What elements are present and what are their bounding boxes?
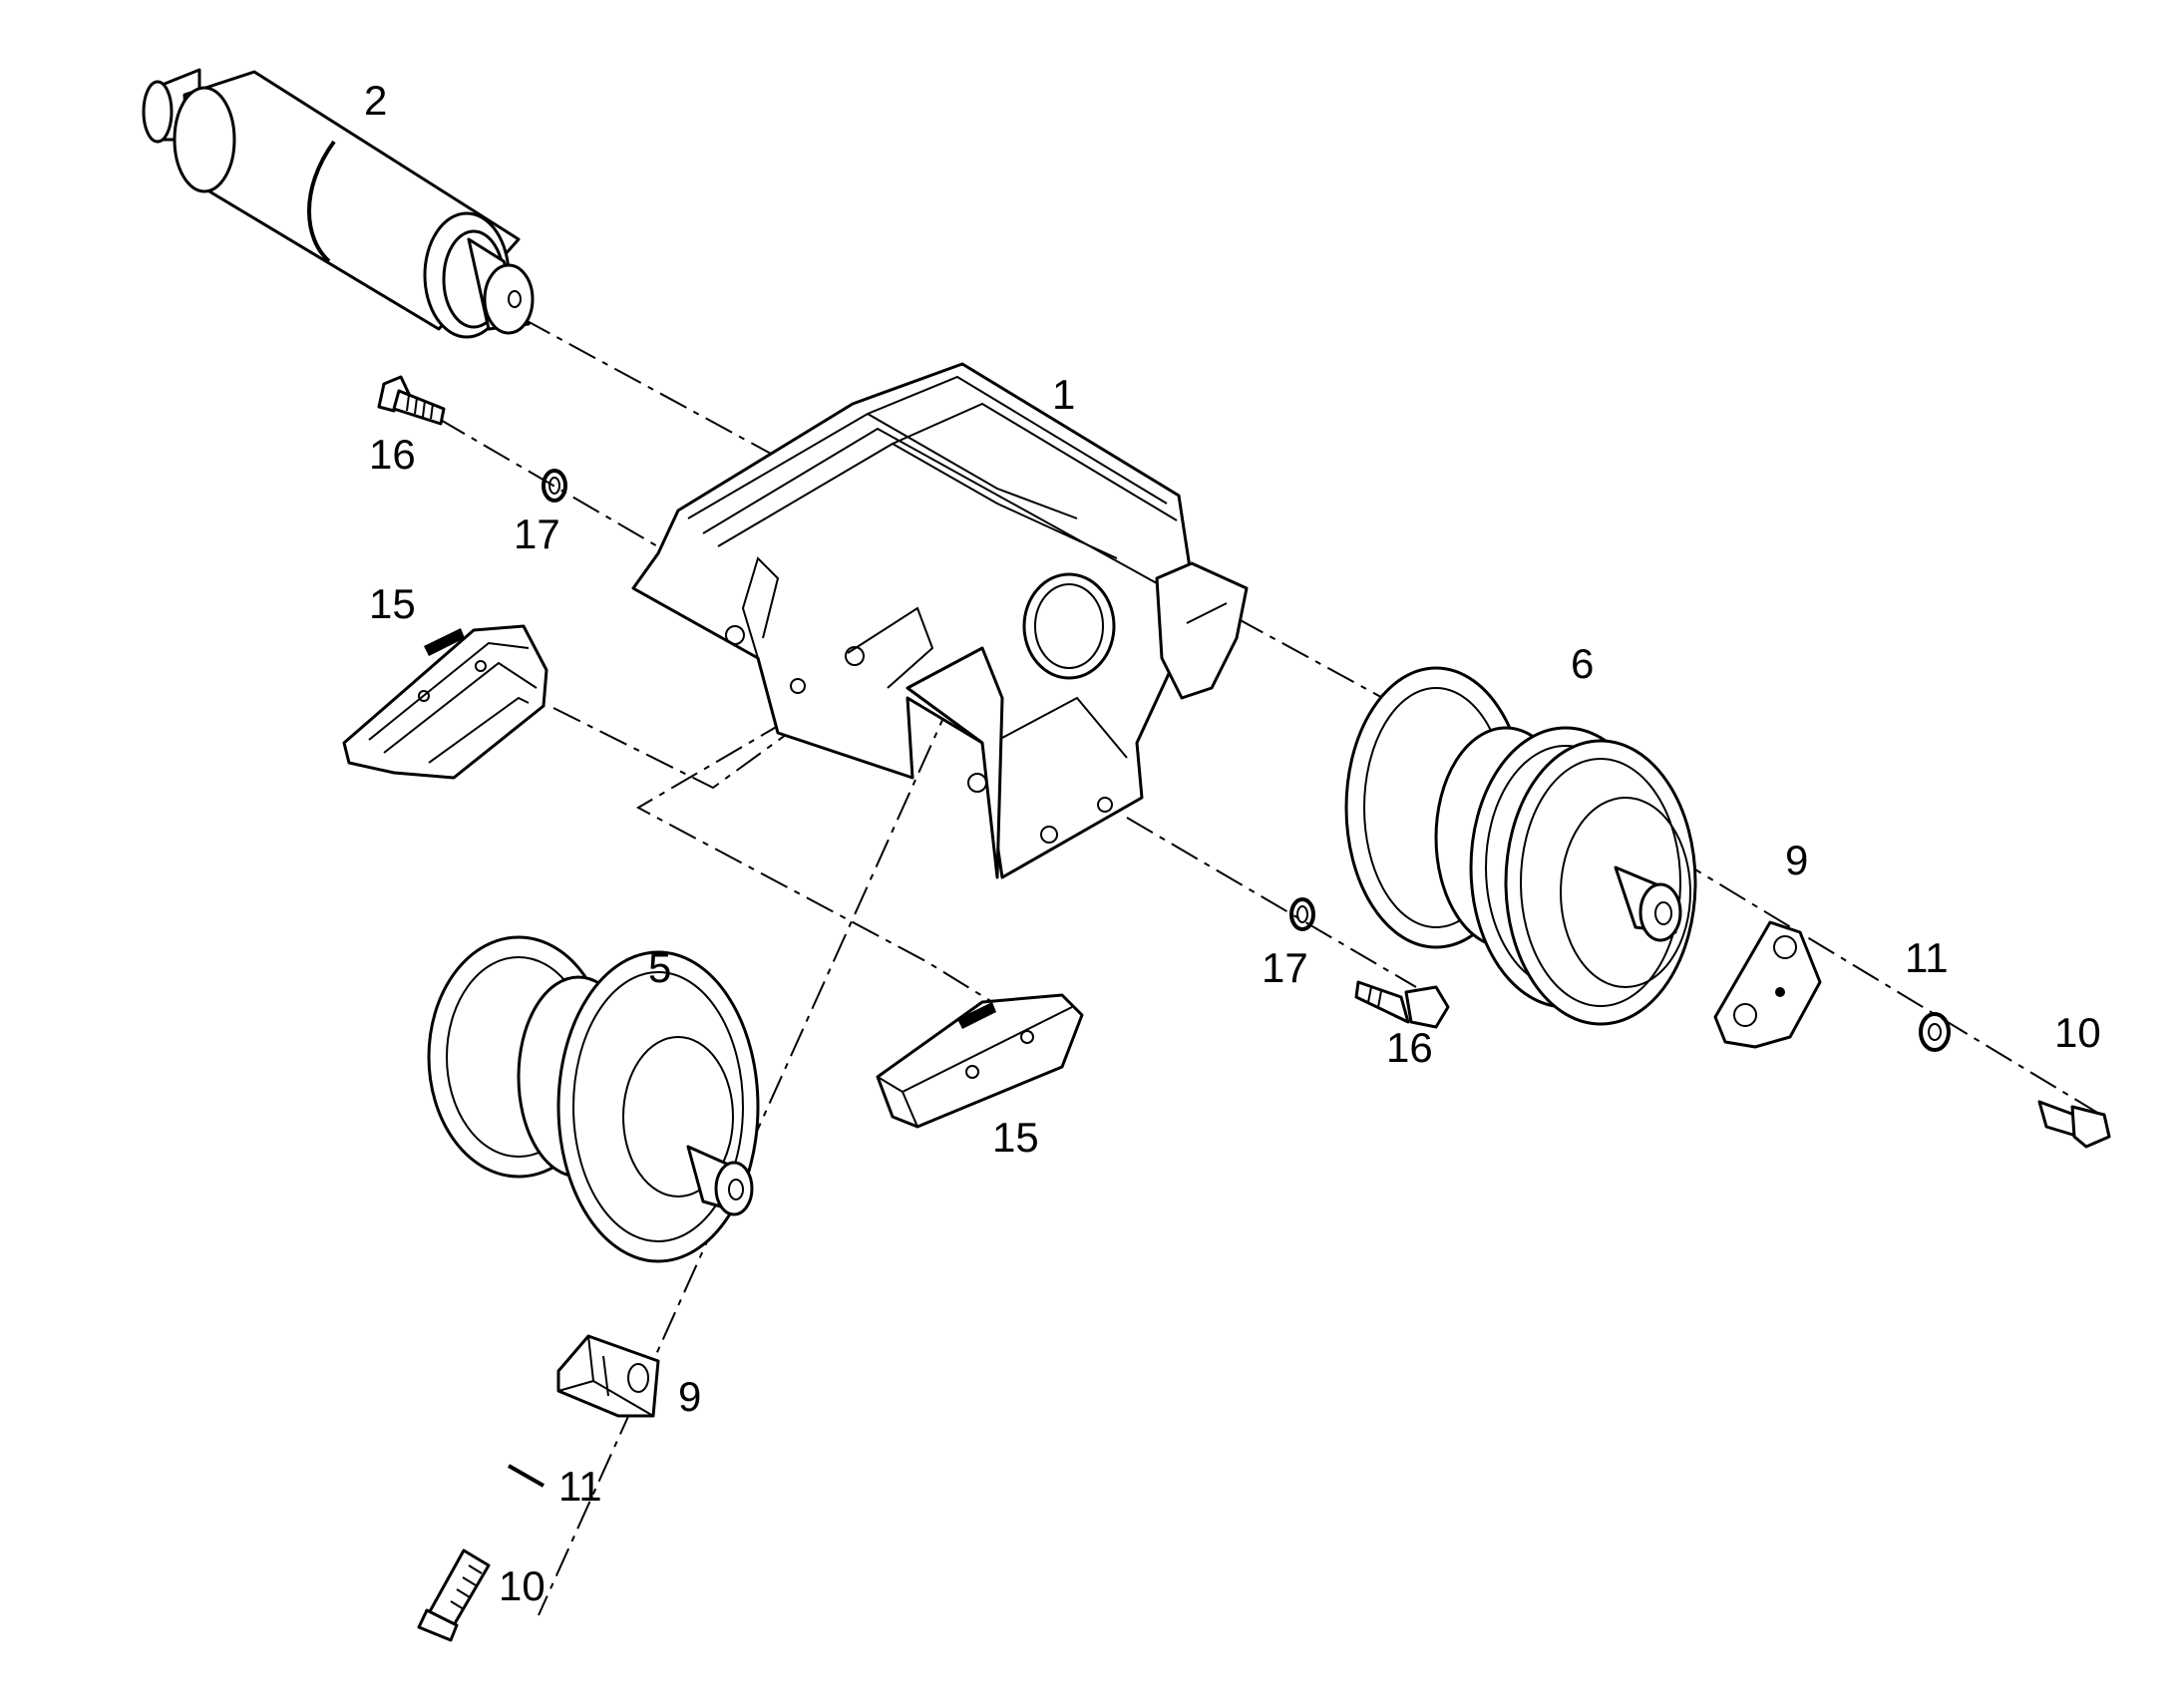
callout-10-right: 10 — [2054, 1009, 2101, 1056]
part-2-shaft — [142, 68, 535, 339]
part-10-bolt-lower — [417, 1548, 491, 1642]
callout-9-right: 9 — [1785, 837, 1808, 883]
callout-11-right: 11 — [1905, 934, 1949, 981]
part-5-single-flange-roller — [427, 935, 760, 1263]
part-10-bolt-right — [2037, 1100, 2111, 1149]
part-17-washers — [542, 469, 1315, 931]
part-1-roller-frame — [631, 362, 1249, 879]
part-9-block-lower — [556, 1334, 660, 1418]
callout-9-lower: 9 — [678, 1373, 701, 1420]
part-6-double-flange-roller — [1344, 666, 1697, 1026]
callout-16-top: 16 — [369, 431, 416, 478]
callout-16-right: 16 — [1386, 1024, 1433, 1071]
callout-17-right: 17 — [1262, 944, 1308, 991]
callout-17-top: 17 — [514, 511, 560, 557]
axis-line-roller5 — [538, 697, 953, 1616]
axis-line-bolt16-right — [1126, 817, 1417, 988]
callout-labels: 1 2 5 6 9 9 10 10 11 11 15 15 16 16 17 1… — [364, 77, 2101, 1609]
axis-line-bolt16-top — [438, 418, 679, 559]
part-15-skid-left — [342, 624, 548, 780]
part-9-cap-right — [1713, 920, 1822, 1049]
callout-11-lower: 11 — [558, 1463, 602, 1510]
callout-2: 2 — [364, 77, 387, 124]
part-16-bolt-right — [1354, 980, 1450, 1029]
callout-5: 5 — [648, 944, 671, 991]
callout-15-right: 15 — [992, 1114, 1039, 1161]
callout-10-lower: 10 — [499, 1562, 545, 1609]
callout-1: 1 — [1052, 371, 1075, 418]
part-11-washers — [508, 1012, 1951, 1488]
callout-6: 6 — [1571, 640, 1594, 687]
callout-15-left: 15 — [369, 580, 416, 627]
part-16-bolt-top — [377, 375, 446, 426]
part-15-skid-right — [876, 993, 1084, 1129]
axis-line-roller6-cap — [1674, 856, 2105, 1118]
